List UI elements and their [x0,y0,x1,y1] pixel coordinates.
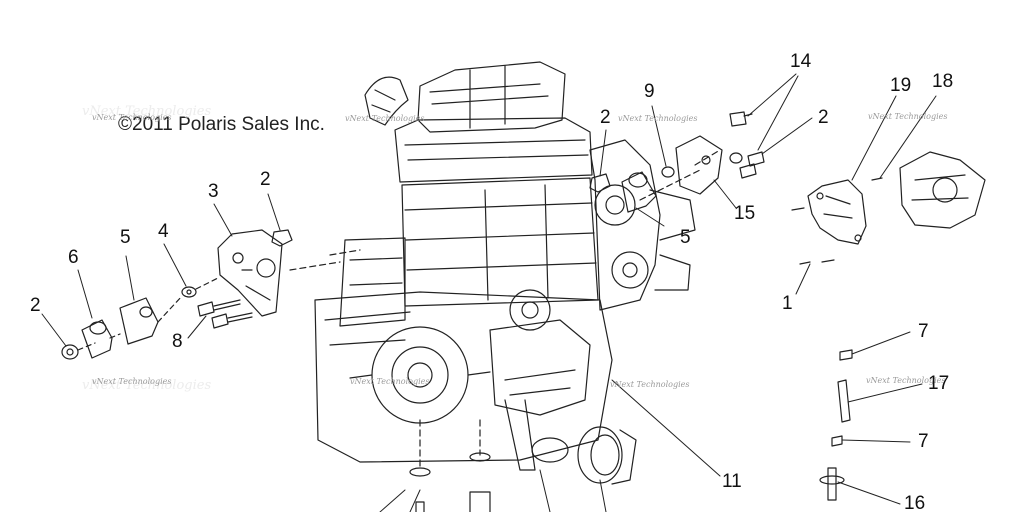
callout-number: 5 [680,227,691,248]
callout-number: 11 [722,471,742,492]
upper-right-mount [589,111,765,213]
callout-number: 9 [644,81,655,102]
callout-number: 18 [932,71,954,92]
callout-number: 2 [600,107,611,128]
callout-number: 2 [260,169,271,190]
copyright-text: ©2011 Polaris Sales Inc. [118,114,325,135]
callout-number: 5 [120,227,131,248]
watermark: vNext Technologies [92,377,172,386]
callout-number: 2 [30,295,41,316]
callout-number: 19 [890,75,912,96]
watermark: vNext Technologies [866,376,946,385]
watermark: vNext Technologies [345,114,425,123]
watermark: vNext Technologies [618,114,698,123]
callout-number: 1 [782,293,793,314]
callout-number: 2 [818,107,829,128]
left-mount-assembly [61,229,293,360]
callout-number: 3 [208,181,219,202]
far-right-mount [791,151,986,265]
callout-number: 6 [68,247,79,268]
leader-lines [41,73,937,512]
callout-number: 8 [172,331,183,352]
callout-number: 4 [158,221,169,242]
right-small-parts [819,349,853,501]
lower-parts [409,426,637,512]
callout-number: 7 [918,431,929,452]
callout-number: 15 [734,203,756,224]
watermark: vNext Technologies [92,113,172,122]
watermark-shadow: vNext Technologies [82,104,212,119]
watermark: vNext Technologies [610,380,690,389]
watermark-shadow: vNext Technologies [82,378,212,393]
watermark: vNext Technologies [350,377,430,386]
callout-number: 16 [904,493,926,514]
callout-number: 7 [918,321,929,342]
callout-number: 17 [928,373,950,394]
callout-number: 14 [790,51,812,72]
watermark: vNext Technologies [868,112,948,121]
engine-block [289,61,721,471]
